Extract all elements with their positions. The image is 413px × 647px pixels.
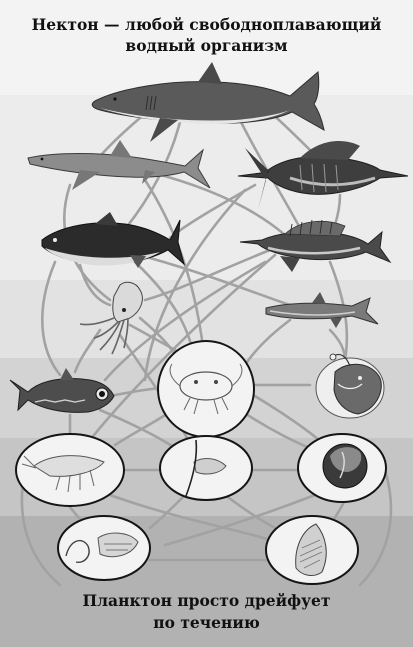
- bottom-caption-line-1: Планктон просто дрейфует: [0, 590, 413, 612]
- copepod-circle: [158, 341, 254, 437]
- top-caption: Нектон — любой свободноплавающий водный …: [0, 14, 413, 56]
- pteropod-circle: [58, 516, 150, 580]
- link-squid-lanternfish: [75, 330, 100, 372]
- bottom-caption: Планктон просто дрейфует по течению: [0, 590, 413, 634]
- top-caption-line-2: водный организм: [0, 35, 413, 56]
- link-lanternfish-copepod: [115, 388, 158, 395]
- larva-circle: [160, 436, 252, 500]
- top-caption-line-1: Нектон — любой свободноплавающий: [0, 14, 413, 35]
- squid: [80, 282, 142, 354]
- lanternfish: [10, 368, 114, 412]
- diatom-circle: [266, 516, 358, 584]
- krill-circle: [16, 434, 124, 506]
- barracuda: [266, 292, 378, 328]
- anglerfish: [316, 354, 384, 418]
- link-marlin-sailfish: [335, 195, 340, 225]
- jellyfish-circle: [298, 434, 386, 502]
- link-tuna-squid: [80, 265, 110, 305]
- link-larva-pteropod: [150, 495, 185, 528]
- marlin: [238, 141, 408, 210]
- link-tuna-lanternfish: [42, 262, 60, 375]
- bottom-caption-line-2: по течению: [0, 612, 413, 634]
- link-barracuda-copepod: [245, 320, 290, 365]
